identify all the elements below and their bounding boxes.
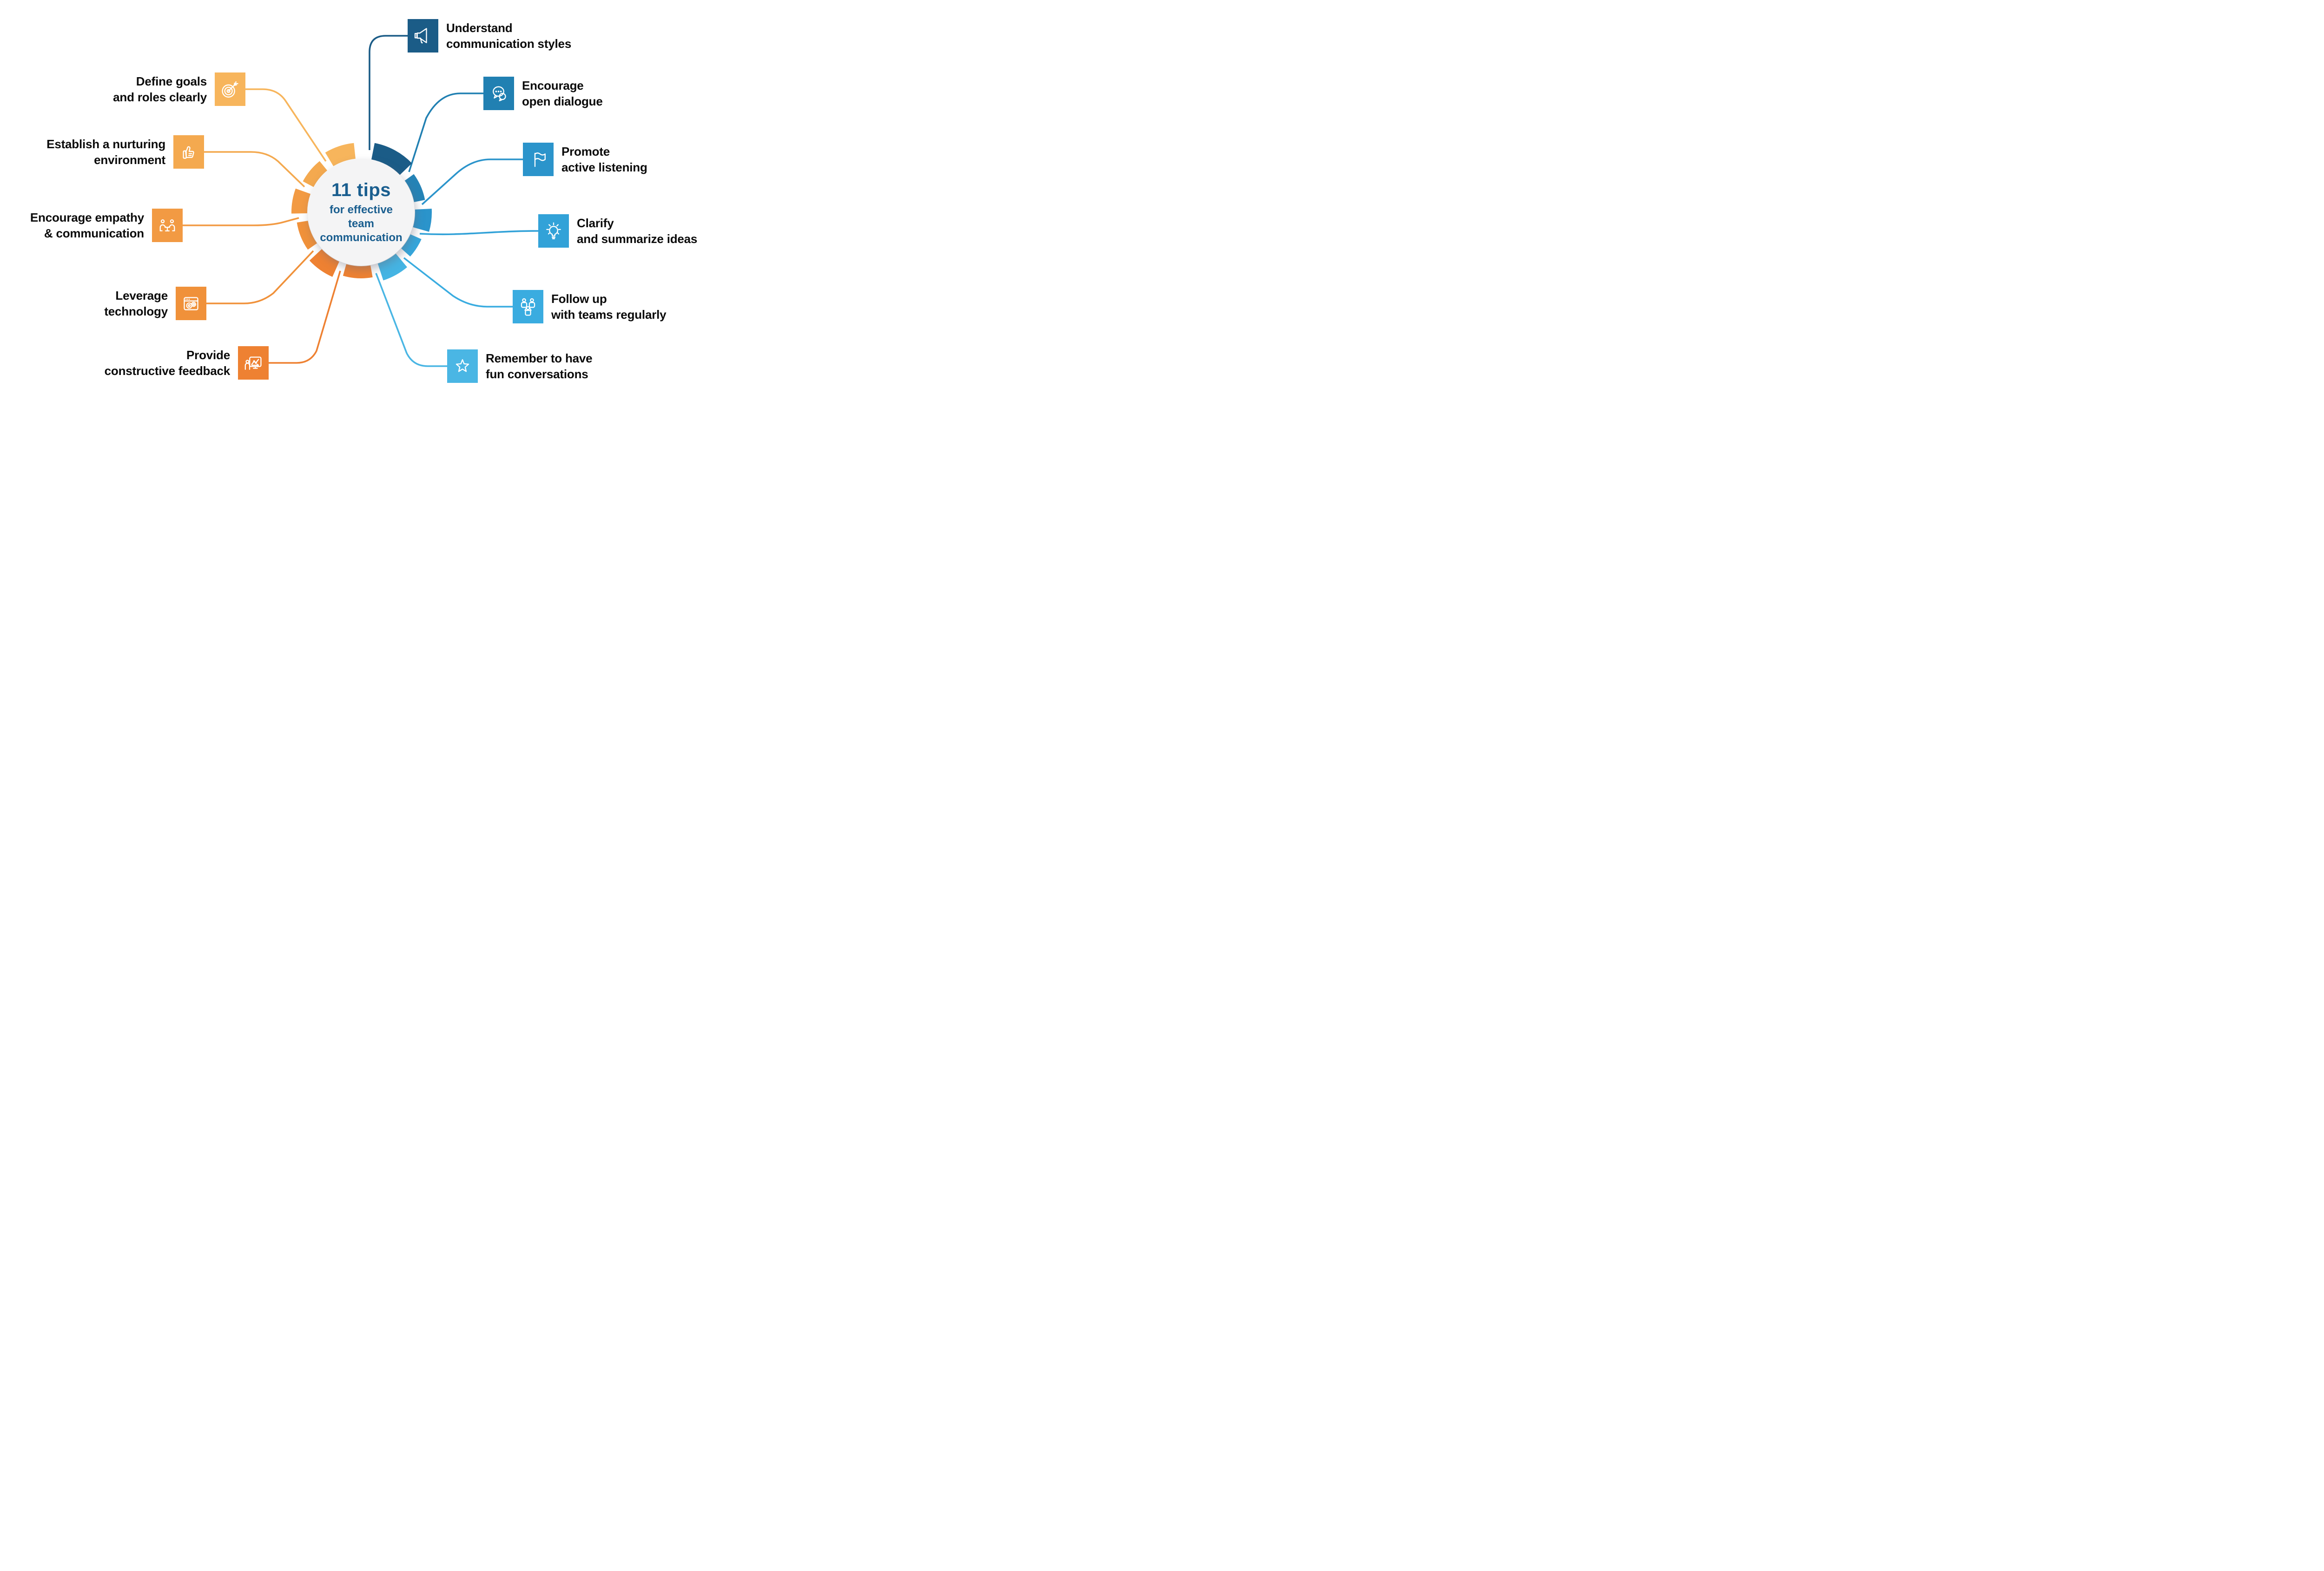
ring-segment [401,234,422,256]
tip-item-active-listening: Promote active listening [523,143,647,176]
connector-line [206,250,314,304]
tip-label: Promote active listening [561,144,647,174]
presentation-chart-icon [238,346,269,380]
infographic-canvas: 11 tips for effective team communication… [0,0,729,404]
ring-and-connectors [183,35,539,367]
target-icon [215,72,245,106]
tip-item-clarify-ideas: Clarify and summarize ideas [538,214,697,248]
connector-line [421,158,523,205]
browser-gears-icon [176,287,206,320]
star-icon [447,349,478,383]
connector-line [245,88,327,162]
connector-line [204,151,305,188]
ring-segment [325,143,356,166]
thumbs-up-icon [173,135,204,169]
ring-segment [297,221,317,250]
team-icon [513,290,543,323]
center-circle: 11 tips for effective team communication [308,159,415,266]
ring-segment [413,209,432,232]
tip-label: Provide constructive feedback [104,348,231,378]
tip-label: Follow up with teams regularly [551,291,667,322]
tip-item-follow-up: Follow up with teams regularly [513,290,667,323]
tip-item-define-goals: Define goals and roles clearly [113,72,245,106]
tip-label: Clarify and summarize ideas [577,216,698,246]
tip-label: Encourage empathy & communication [30,210,144,240]
tip-label: Understand communication styles [446,20,572,51]
megaphone-icon [408,19,438,53]
tip-label: Remember to have fun conversations [486,351,593,381]
connector-line [403,257,513,308]
lightbulb-icon [538,214,569,248]
tip-item-empathy: Encourage empathy & communication [30,209,183,242]
chat-bubbles-icon [483,77,514,110]
tip-item-fun-conversations: Remember to have fun conversations [447,349,593,383]
center-subline: for effective team communication [320,203,403,244]
ring-segment [377,253,407,281]
tip-item-constructive-feedback: Provide constructive feedback [105,346,269,380]
connector-line [269,270,341,364]
ring-segment [303,161,327,187]
tip-item-nurturing-environment: Establish a nurturing environment [46,135,204,169]
center-headline: 11 tips [331,179,391,200]
tip-label: Establish a nurturing environment [46,137,165,167]
connector-line [419,230,539,236]
ring-segment [309,249,339,277]
flag-icon [523,143,554,176]
tip-item-leverage-technology: Leverage technology [104,287,206,320]
meeting-icon [152,209,183,242]
tip-label: Encourage open dialogue [522,78,603,108]
tip-label: Leverage technology [104,288,168,318]
connector-line [375,273,447,367]
connector-line [183,217,299,226]
ring-segment [343,264,373,278]
ring-segment [404,174,425,202]
connector-line [369,35,408,150]
ring-segment [291,188,310,214]
ring-segment [371,143,412,175]
tip-item-understand-styles: Understand communication styles [408,19,571,53]
tip-item-open-dialogue: Encourage open dialogue [483,77,603,110]
tip-label: Define goals and roles clearly [113,74,207,104]
connector-line [408,92,483,172]
